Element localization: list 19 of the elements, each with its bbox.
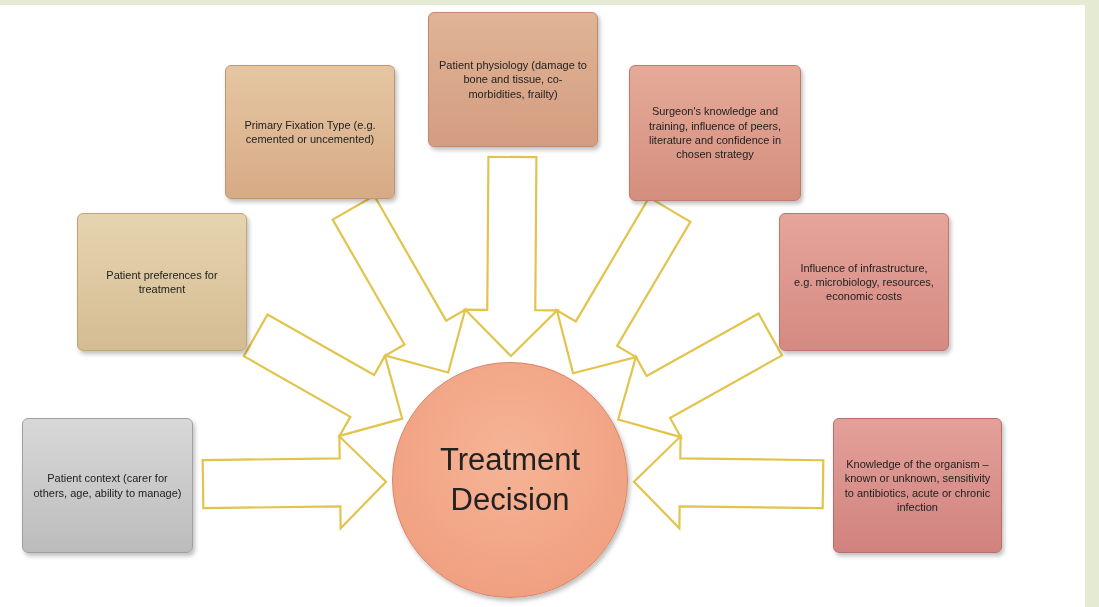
- block-arrow: [242, 312, 404, 438]
- factor-text: Surgeon's knowledge and training, influence of peers, literature and confidence in chosen strategy: [647, 104, 783, 162]
- factor-box: [77, 213, 247, 351]
- factor-text: Patient physiology (damage to bone and tissue, co-morbidities, frailty): [439, 58, 587, 101]
- block-arrow: [632, 433, 825, 531]
- factor-box: [779, 213, 949, 351]
- factor-box: [428, 12, 598, 147]
- factor-box: [629, 65, 801, 201]
- factor-box: [225, 65, 395, 199]
- factor-text: Patient context (carer for others, age, ability to manage): [33, 471, 182, 500]
- decision-label: Treatment Decision: [438, 440, 582, 519]
- factor-box: [22, 418, 193, 553]
- block-arrow: [201, 433, 388, 531]
- factor-text: Influence of infrastructure, e.g. microbiology, resources, economic costs: [793, 260, 935, 304]
- factor-text: Knowledge of the organism – known or unknown, sensitivity to antibiotics, acute or chronic infection: [844, 456, 991, 515]
- factor-text: Patient preferences for treatment: [105, 267, 219, 297]
- factor-text: Primary Fixation Type (e.g. cemented or uncemented): [243, 117, 377, 147]
- block-arrow: [616, 312, 784, 439]
- factor-box: [833, 418, 1002, 553]
